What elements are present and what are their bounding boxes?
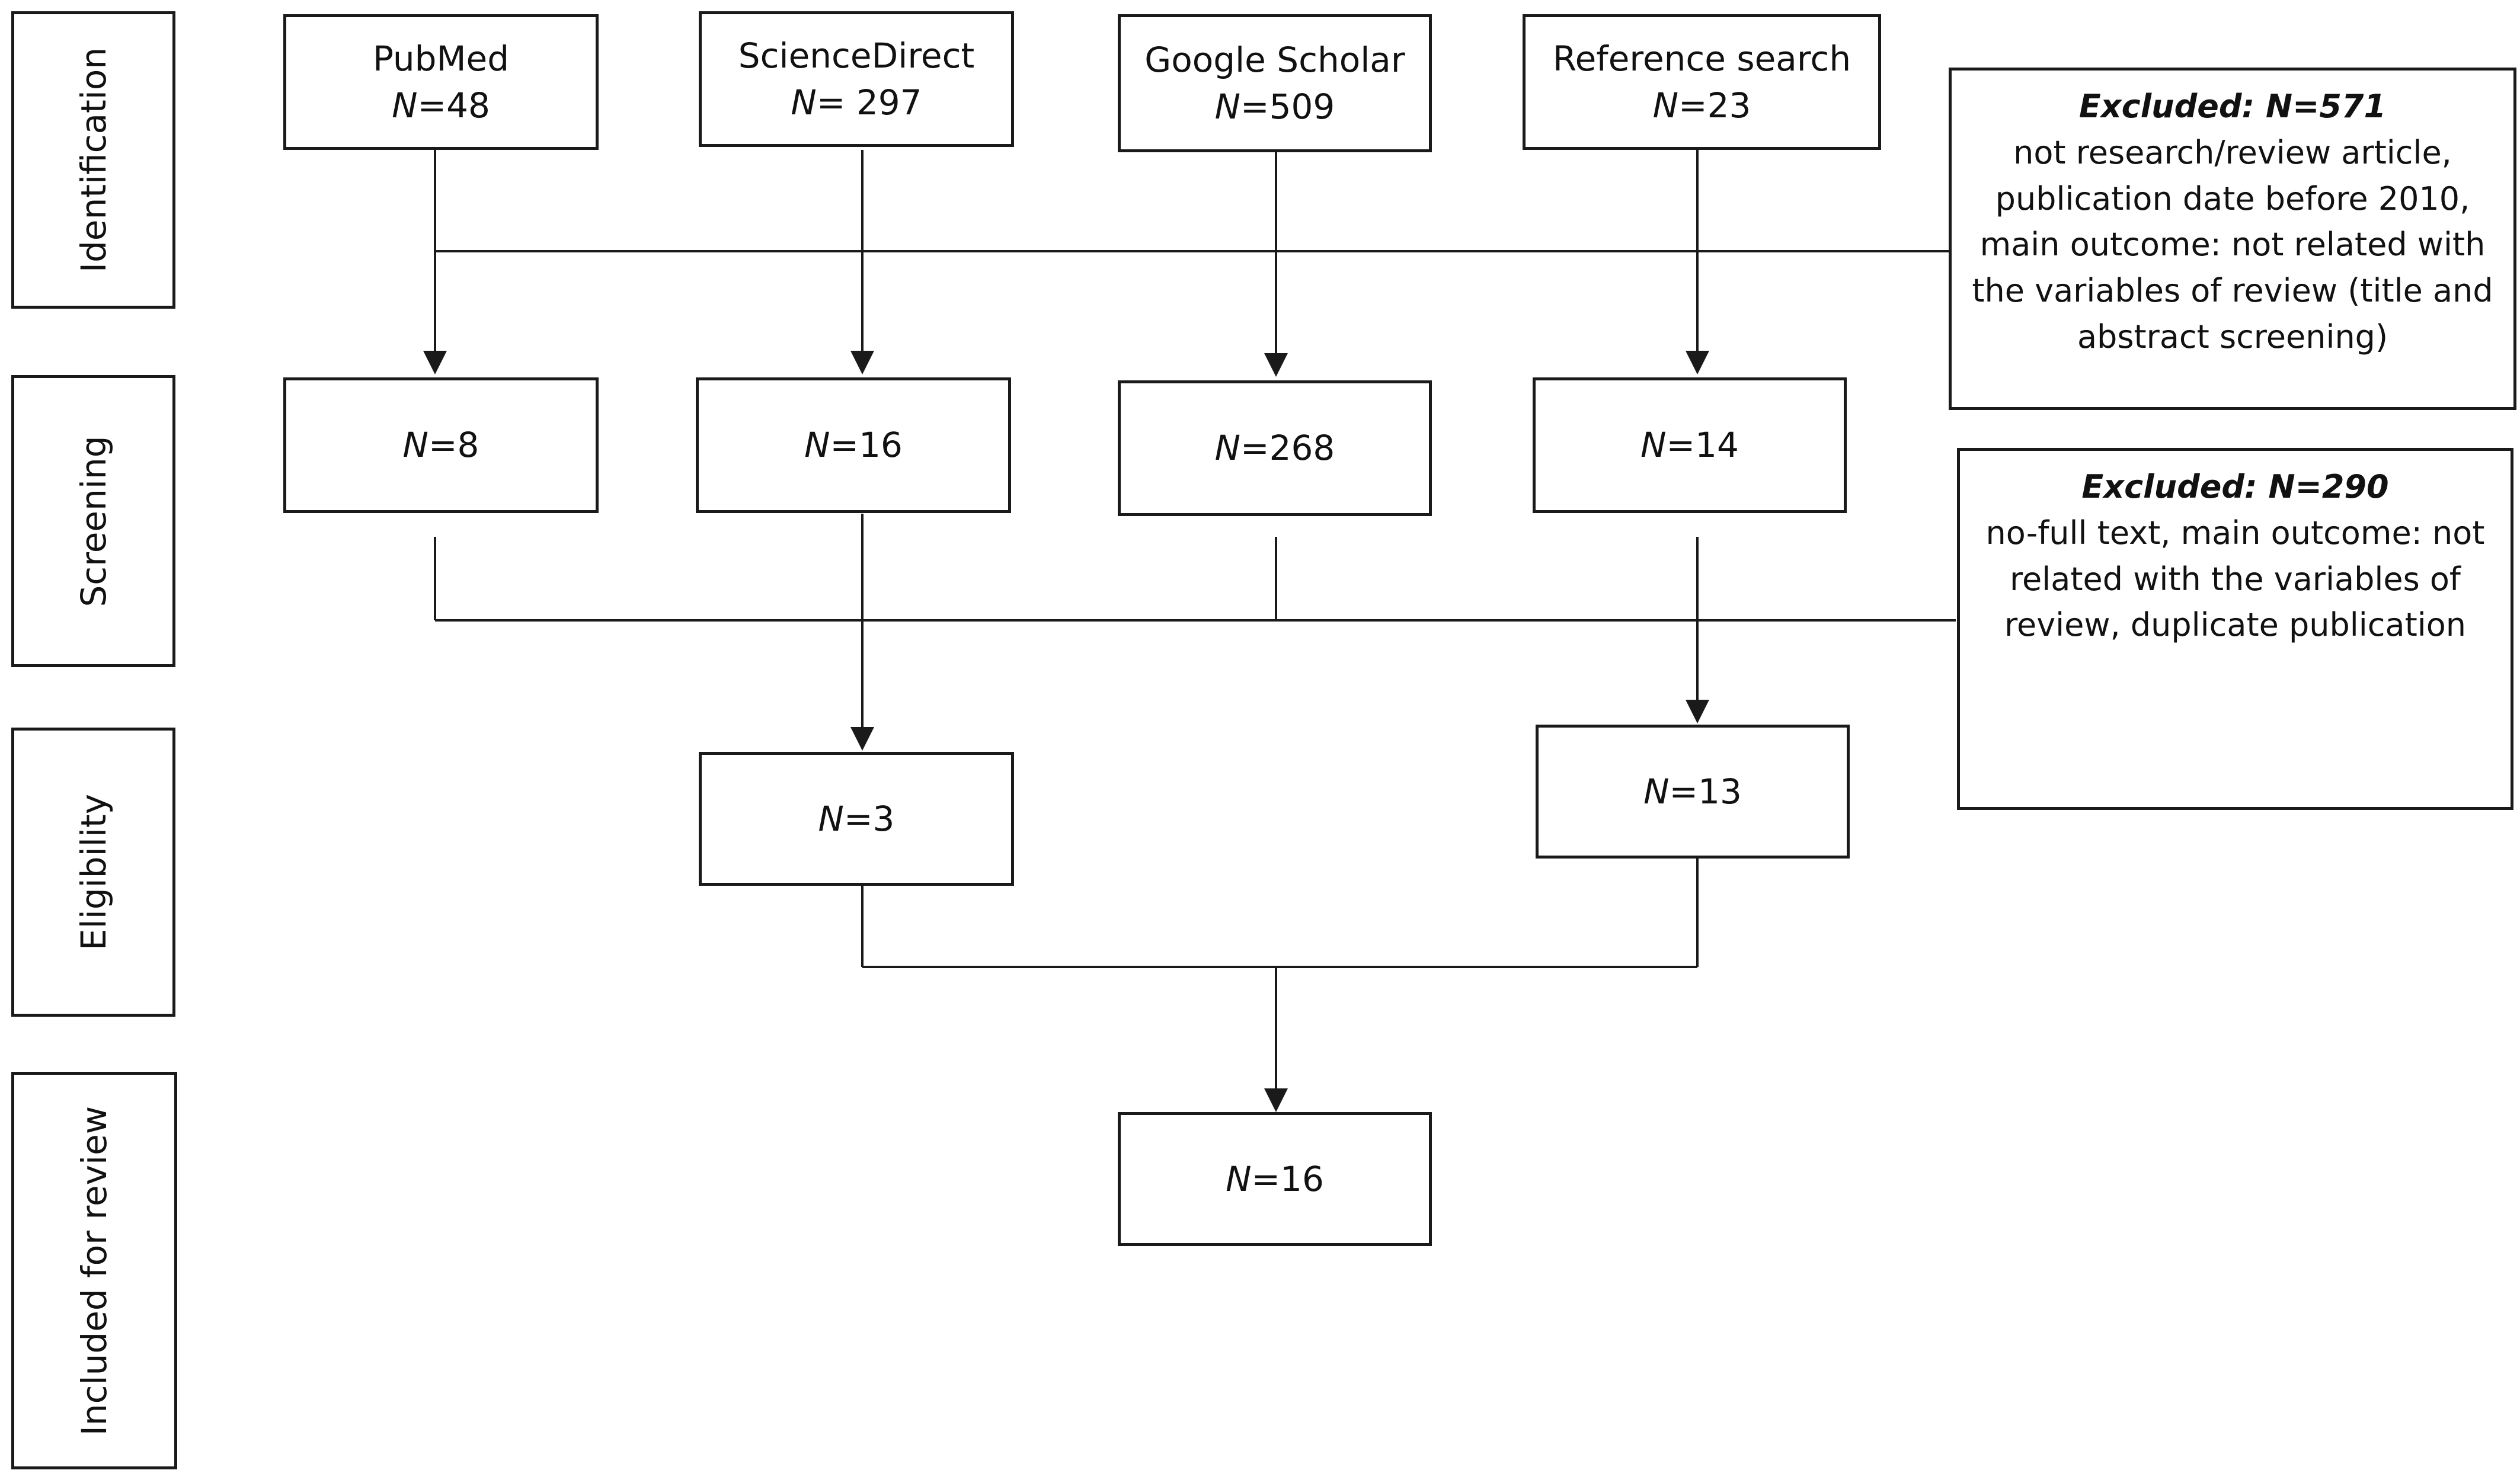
- box-included: N=16: [1118, 1112, 1432, 1246]
- count-reference-screening: N=14: [1640, 425, 1739, 466]
- excluded-box-title-abstract: Excluded: N=571 not research/review arti…: [1949, 68, 2516, 410]
- excluded-box-full-text: Excluded: N=290 no-full text, main outco…: [1957, 448, 2513, 810]
- box-reference-screening: N=14: [1533, 377, 1847, 513]
- stage-eligibility: Eligibility: [11, 728, 175, 1017]
- count-pubmed-identification: N=48: [392, 85, 490, 126]
- stage-included-label: Included for review: [74, 1106, 114, 1436]
- count-sciencedirect-identification: N= 297: [791, 82, 922, 123]
- count-google-identification: N=509: [1214, 86, 1335, 127]
- stage-identification: Identification: [11, 11, 175, 309]
- box-sciencedirect-identification: ScienceDirect N= 297: [699, 11, 1014, 147]
- stage-screening-label: Screening: [73, 435, 114, 607]
- count-included: N=16: [1226, 1158, 1324, 1199]
- excluded-reason-line: no-full text, main outcome: not: [1985, 514, 2485, 552]
- excluded-reason-line: publication date before 2010,: [1995, 180, 2470, 217]
- source-name-sciencedirect: ScienceDirect: [738, 35, 975, 76]
- box-reference-eligibility: N=13: [1536, 725, 1850, 859]
- box-google-identification: Google Scholar N=509: [1118, 14, 1432, 152]
- excluded-reason-line: not research/review article,: [2013, 133, 2452, 171]
- excluded-reason-line: main outcome: not related with: [1979, 226, 2486, 264]
- stage-included: Included for review: [11, 1072, 177, 1469]
- stage-identification-label: Identification: [73, 47, 114, 273]
- box-pubmed-screening: N=8: [283, 377, 599, 513]
- stage-eligibility-label: Eligibility: [73, 793, 114, 951]
- source-name-google: Google Scholar: [1144, 39, 1405, 80]
- source-name-reference: Reference search: [1552, 38, 1851, 79]
- excluded-reason-line: related with the variables of: [2010, 560, 2461, 598]
- count-sciencedirect-eligibility: N=3: [818, 798, 895, 839]
- count-sciencedirect-screening: N=16: [804, 425, 903, 466]
- box-pubmed-identification: PubMed N=48: [283, 14, 599, 150]
- box-sciencedirect-screening: N=16: [696, 377, 1011, 513]
- excluded-heading-1: Excluded: N=571: [2078, 88, 2387, 125]
- excluded-reason-line: review, duplicate publication: [2004, 606, 2467, 644]
- source-name-pubmed: PubMed: [372, 38, 510, 79]
- count-pubmed-screening: N=8: [402, 425, 479, 466]
- box-sciencedirect-eligibility: N=3: [699, 752, 1014, 886]
- count-reference-eligibility: N=13: [1643, 771, 1742, 812]
- stage-screening: Screening: [11, 375, 175, 667]
- excluded-heading-2: Excluded: N=290: [2081, 468, 2389, 505]
- count-google-screening: N=268: [1214, 428, 1335, 469]
- count-reference-identification: N=23: [1652, 85, 1751, 126]
- box-reference-identification: Reference search N=23: [1523, 14, 1881, 150]
- excluded-reason-line: abstract screening): [2077, 318, 2388, 355]
- excluded-reason-line: the variables of review (title and: [1972, 272, 2493, 309]
- box-google-screening: N=268: [1118, 380, 1432, 516]
